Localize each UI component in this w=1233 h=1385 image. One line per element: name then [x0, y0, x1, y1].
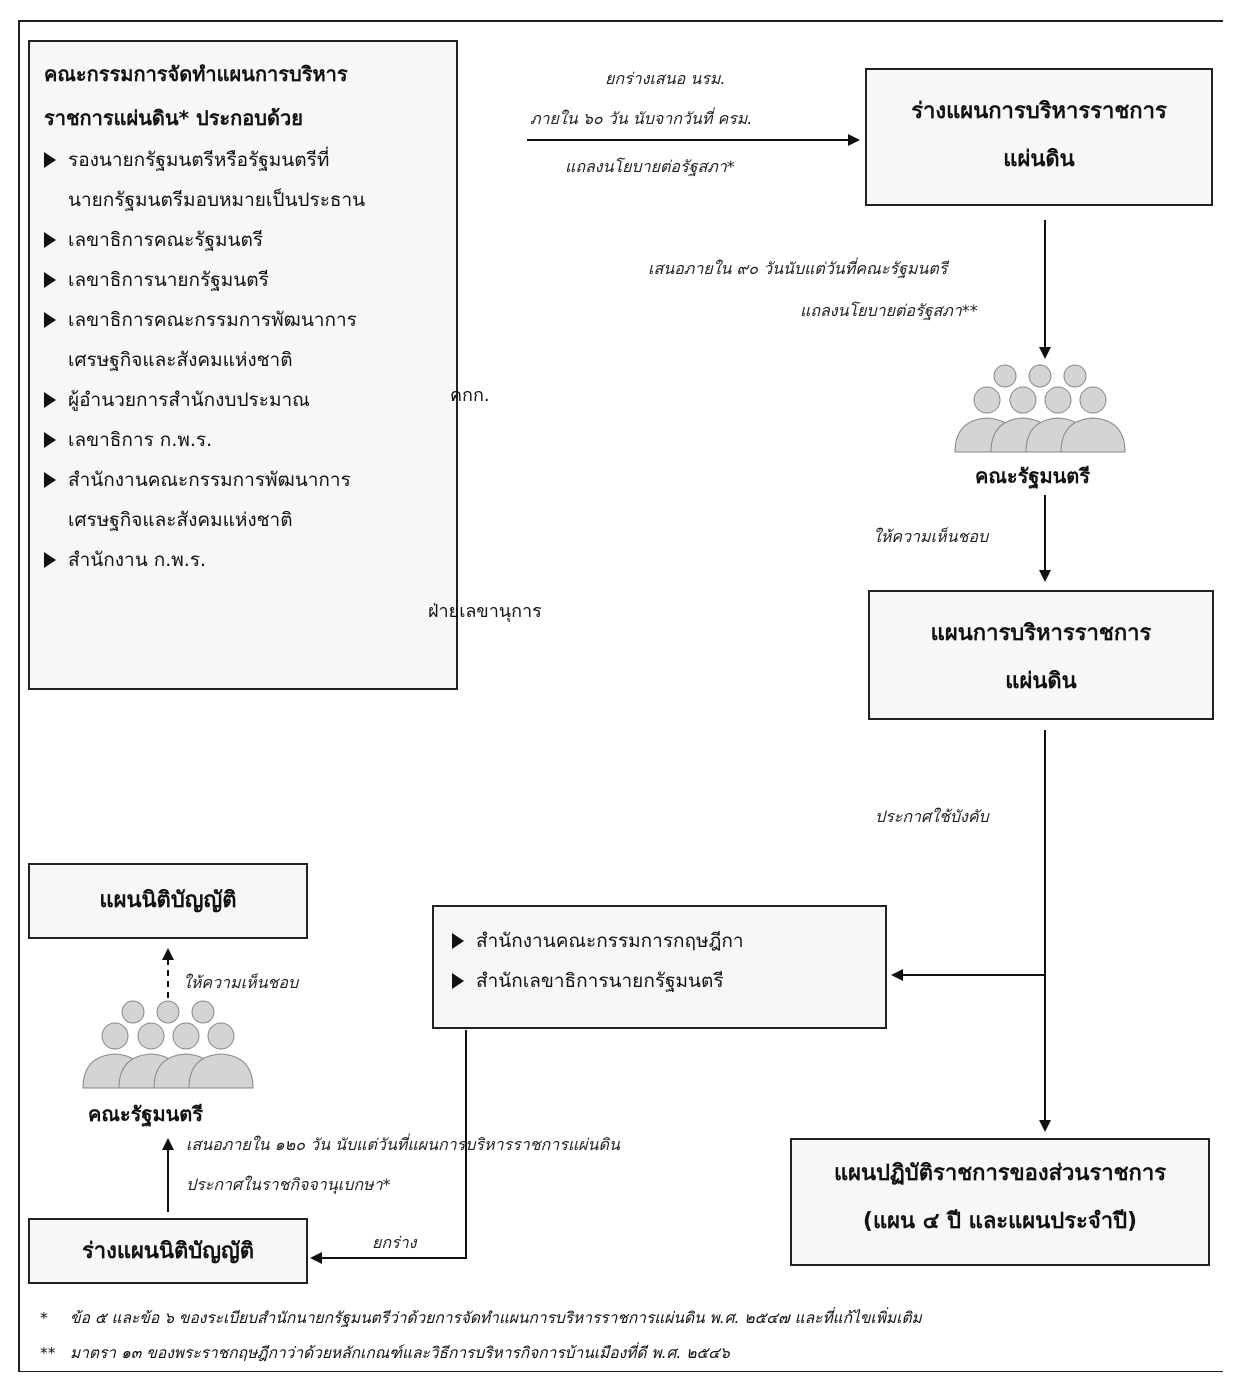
arrow-90-label-1: เสนอภายใน ๙๐ วันนับแต่วันที่คณะรัฐมนตรี — [648, 259, 948, 278]
triangle-bullet-icon — [44, 152, 56, 168]
arrow-top-label-3: แถลงนโยบายต่อรัฐสภา* — [565, 157, 735, 176]
triangle-bullet-icon — [44, 312, 56, 328]
committee-item: เลขาธิการคณะรัฐมนตรี — [44, 220, 442, 260]
committee-title-line2: ราชการแผ่นดิน* ประกอบด้วย — [44, 106, 303, 130]
cabinet-left-label: คณะรัฐมนตรี — [88, 1102, 204, 1126]
committee-item-cont: นายกรัฐมนตรีมอบหมายเป็นประธาน — [68, 189, 366, 211]
committee-item: เลขาธิการนายกรัฐมนตรี — [44, 260, 442, 300]
draft-plan-box: ร่างแผนการบริหารราชการ แผ่นดิน — [865, 68, 1213, 206]
agency-plan-title-2: (แผน ๔ ปี และแผนประจำปี) — [862, 1209, 1138, 1234]
approve-right-label: ให้ความเห็นชอบ — [873, 527, 989, 546]
arrow-top-label-2: ภายใน ๖๐ วัน นับจากวันที่ ครม. — [530, 109, 753, 128]
arrow-120-label-2: ประกาศในราชกิจจานุเบกษา* — [186, 1175, 391, 1194]
committee-item: เลขาธิการ ก.พ.ร. — [44, 420, 442, 460]
final-plan-title-1: แผนการบริหารราชการ — [930, 621, 1152, 646]
triangle-bullet-icon — [44, 272, 56, 288]
arrow-top-label-1: ยกร่างเสนอ นรม. — [605, 69, 726, 88]
committee-title-line1: คณะกรรมการจัดทำแผนการบริหาร — [44, 62, 348, 86]
announce-label: ประกาศใช้บังคับ — [875, 807, 989, 826]
triangle-bullet-icon — [452, 973, 464, 989]
footnote-mark: * — [40, 1309, 48, 1327]
cabinet-right-label: คณะรัฐมนตรี — [975, 464, 1091, 488]
committee-item-cont: เศรษฐกิจและสังคมแห่งชาติ — [68, 349, 293, 371]
final-plan-title-2: แผ่นดิน — [1005, 669, 1077, 694]
cabinet-people-icon — [82, 1000, 254, 1089]
agency-plan-title-1: แผนปฏิบัติราชการของส่วนราชการ — [833, 1161, 1167, 1186]
approve-left-label: ให้ความเห็นชอบ — [183, 973, 299, 992]
committee-box: คณะกรรมการจัดทำแผนการบริหาร ราชการแผ่นดิ… — [28, 40, 458, 690]
brace-label-committee: คกก. — [450, 385, 490, 406]
triangle-bullet-icon — [44, 392, 56, 408]
arrow-90-label-2: แถลงนโยบายต่อรัฐสภา** — [800, 301, 978, 320]
footnote-2: **มาตรา ๑๓ ของพระราชกฤษฎีกาว่าด้วยหลักเก… — [40, 1344, 730, 1362]
draft-plan-title-2: แผ่นดิน — [1003, 147, 1075, 172]
triangle-bullet-icon — [44, 432, 56, 448]
footnote-mark: ** — [40, 1344, 56, 1362]
committee-item: เลขาธิการคณะกรรมการพัฒนาการ — [44, 300, 442, 340]
committee-item: สำนักงาน ก.พ.ร. — [44, 540, 442, 580]
offices-box: สำนักงานคณะกรรมการกฤษฎีกา สำนักเลขาธิการ… — [432, 905, 887, 1029]
diagram-frame — [18, 20, 1223, 1372]
triangle-bullet-icon — [44, 472, 56, 488]
cabinet-people-icon — [954, 364, 1126, 453]
arrow-offices-to-draft-legislative — [310, 1030, 467, 1264]
legislative-plan-title: แผนนิติบัญญัติ — [99, 888, 237, 913]
offices-item: สำนักงานคณะกรรมการกฤษฎีกา — [452, 921, 867, 961]
draft-plan-title-1: ร่างแผนการบริหารราชการ — [911, 99, 1167, 124]
draft-legislative-box: ร่างแผนนิติบัญญัติ — [28, 1218, 308, 1284]
brace-label-secretariat: ฝ่ายเลขานุการ — [428, 601, 542, 622]
draft-legislative-title: ร่างแผนนิติบัญญัติ — [81, 1239, 255, 1264]
triangle-bullet-icon — [44, 232, 56, 248]
triangle-bullet-icon — [452, 933, 464, 949]
legislative-plan-box: แผนนิติบัญญัติ — [28, 863, 308, 939]
final-plan-box: แผนการบริหารราชการ แผ่นดิน — [868, 590, 1214, 720]
committee-item: สำนักงานคณะกรรมการพัฒนาการ — [44, 460, 442, 500]
footnote-1: *ข้อ ๕ และข้อ ๖ ของระเบียบสำนักนายกรัฐมน… — [40, 1309, 922, 1327]
committee-item-cont: เศรษฐกิจและสังคมแห่งชาติ — [68, 509, 293, 531]
arrow-120-label-1: เสนอภายใน ๑๒๐ วัน นับแต่วันที่แผนการบริห… — [186, 1135, 620, 1154]
committee-item: ผู้อำนวยการสำนักงบประมาณ — [44, 380, 442, 420]
triangle-bullet-icon — [44, 552, 56, 568]
agency-plan-box: แผนปฏิบัติราชการของส่วนราชการ (แผน ๔ ปี … — [790, 1138, 1210, 1266]
offices-item: สำนักเลขาธิการนายกรัฐมนตรี — [452, 961, 867, 1001]
draft-label: ยกร่าง — [372, 1233, 417, 1252]
committee-item: รองนายกรัฐมนตรีหรือรัฐมนตรีที่ — [44, 140, 442, 180]
